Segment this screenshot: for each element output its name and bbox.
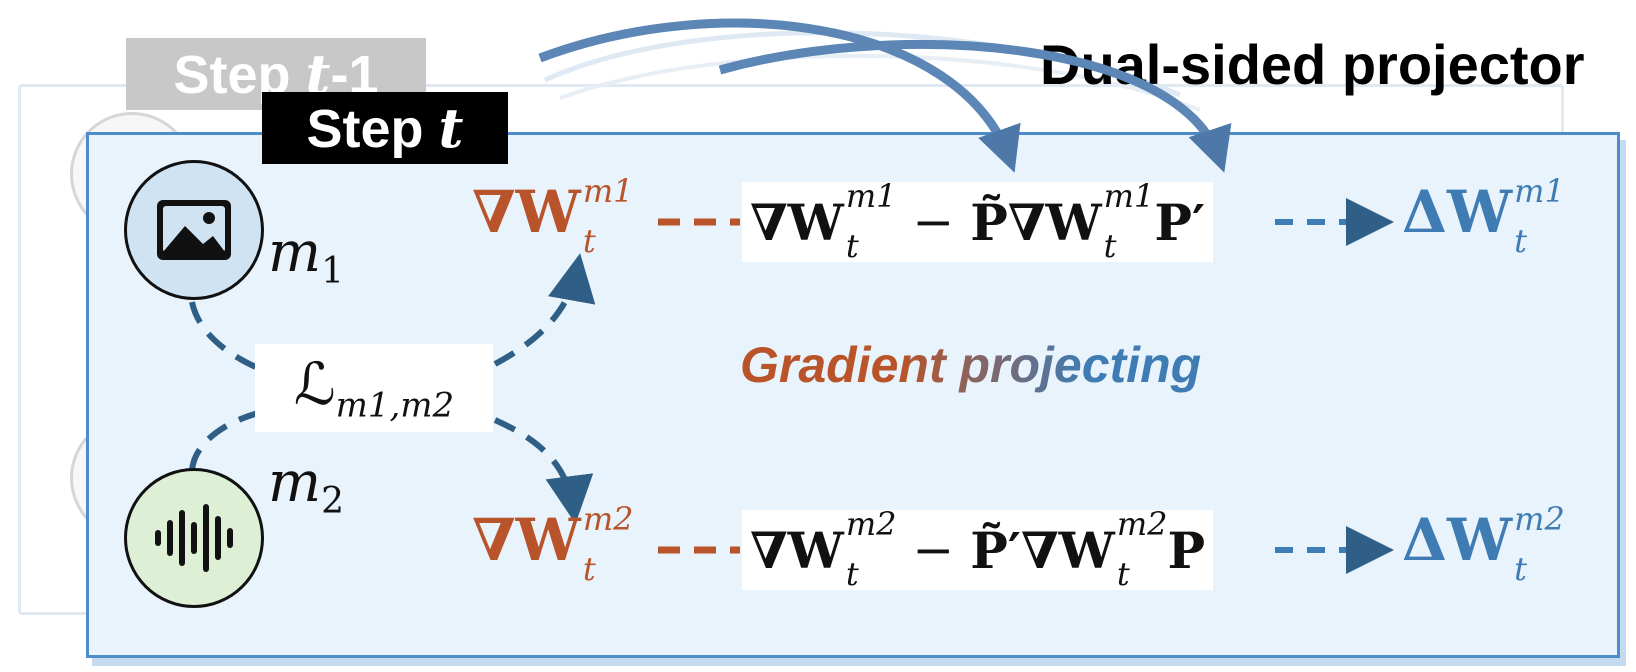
dash-m1-to-loss [189,301,264,373]
modality-1-label: m1 [268,220,345,293]
modality-2-label: m2 [268,450,345,523]
modality-1-node [124,160,264,300]
projector-arrow-left [538,18,1021,173]
modality-2-node [124,468,264,608]
loss-box: ℒm1,m2 [255,344,493,432]
audio-waveform-icon [155,504,233,572]
diagram-title: Dual-sided projector [1040,33,1585,96]
arrow-loss-to-grad2 [493,417,594,524]
arrow-loss-to-grad1 [493,253,596,367]
gradient-projecting-caption: Gradient projecting [740,337,1202,393]
step-current-label: Step t [262,92,508,164]
loss-label: ℒm1,m2 [293,350,455,426]
dash-m2-to-loss [189,409,263,471]
projector-arrow-right [718,39,1232,173]
image-icon [157,200,231,260]
